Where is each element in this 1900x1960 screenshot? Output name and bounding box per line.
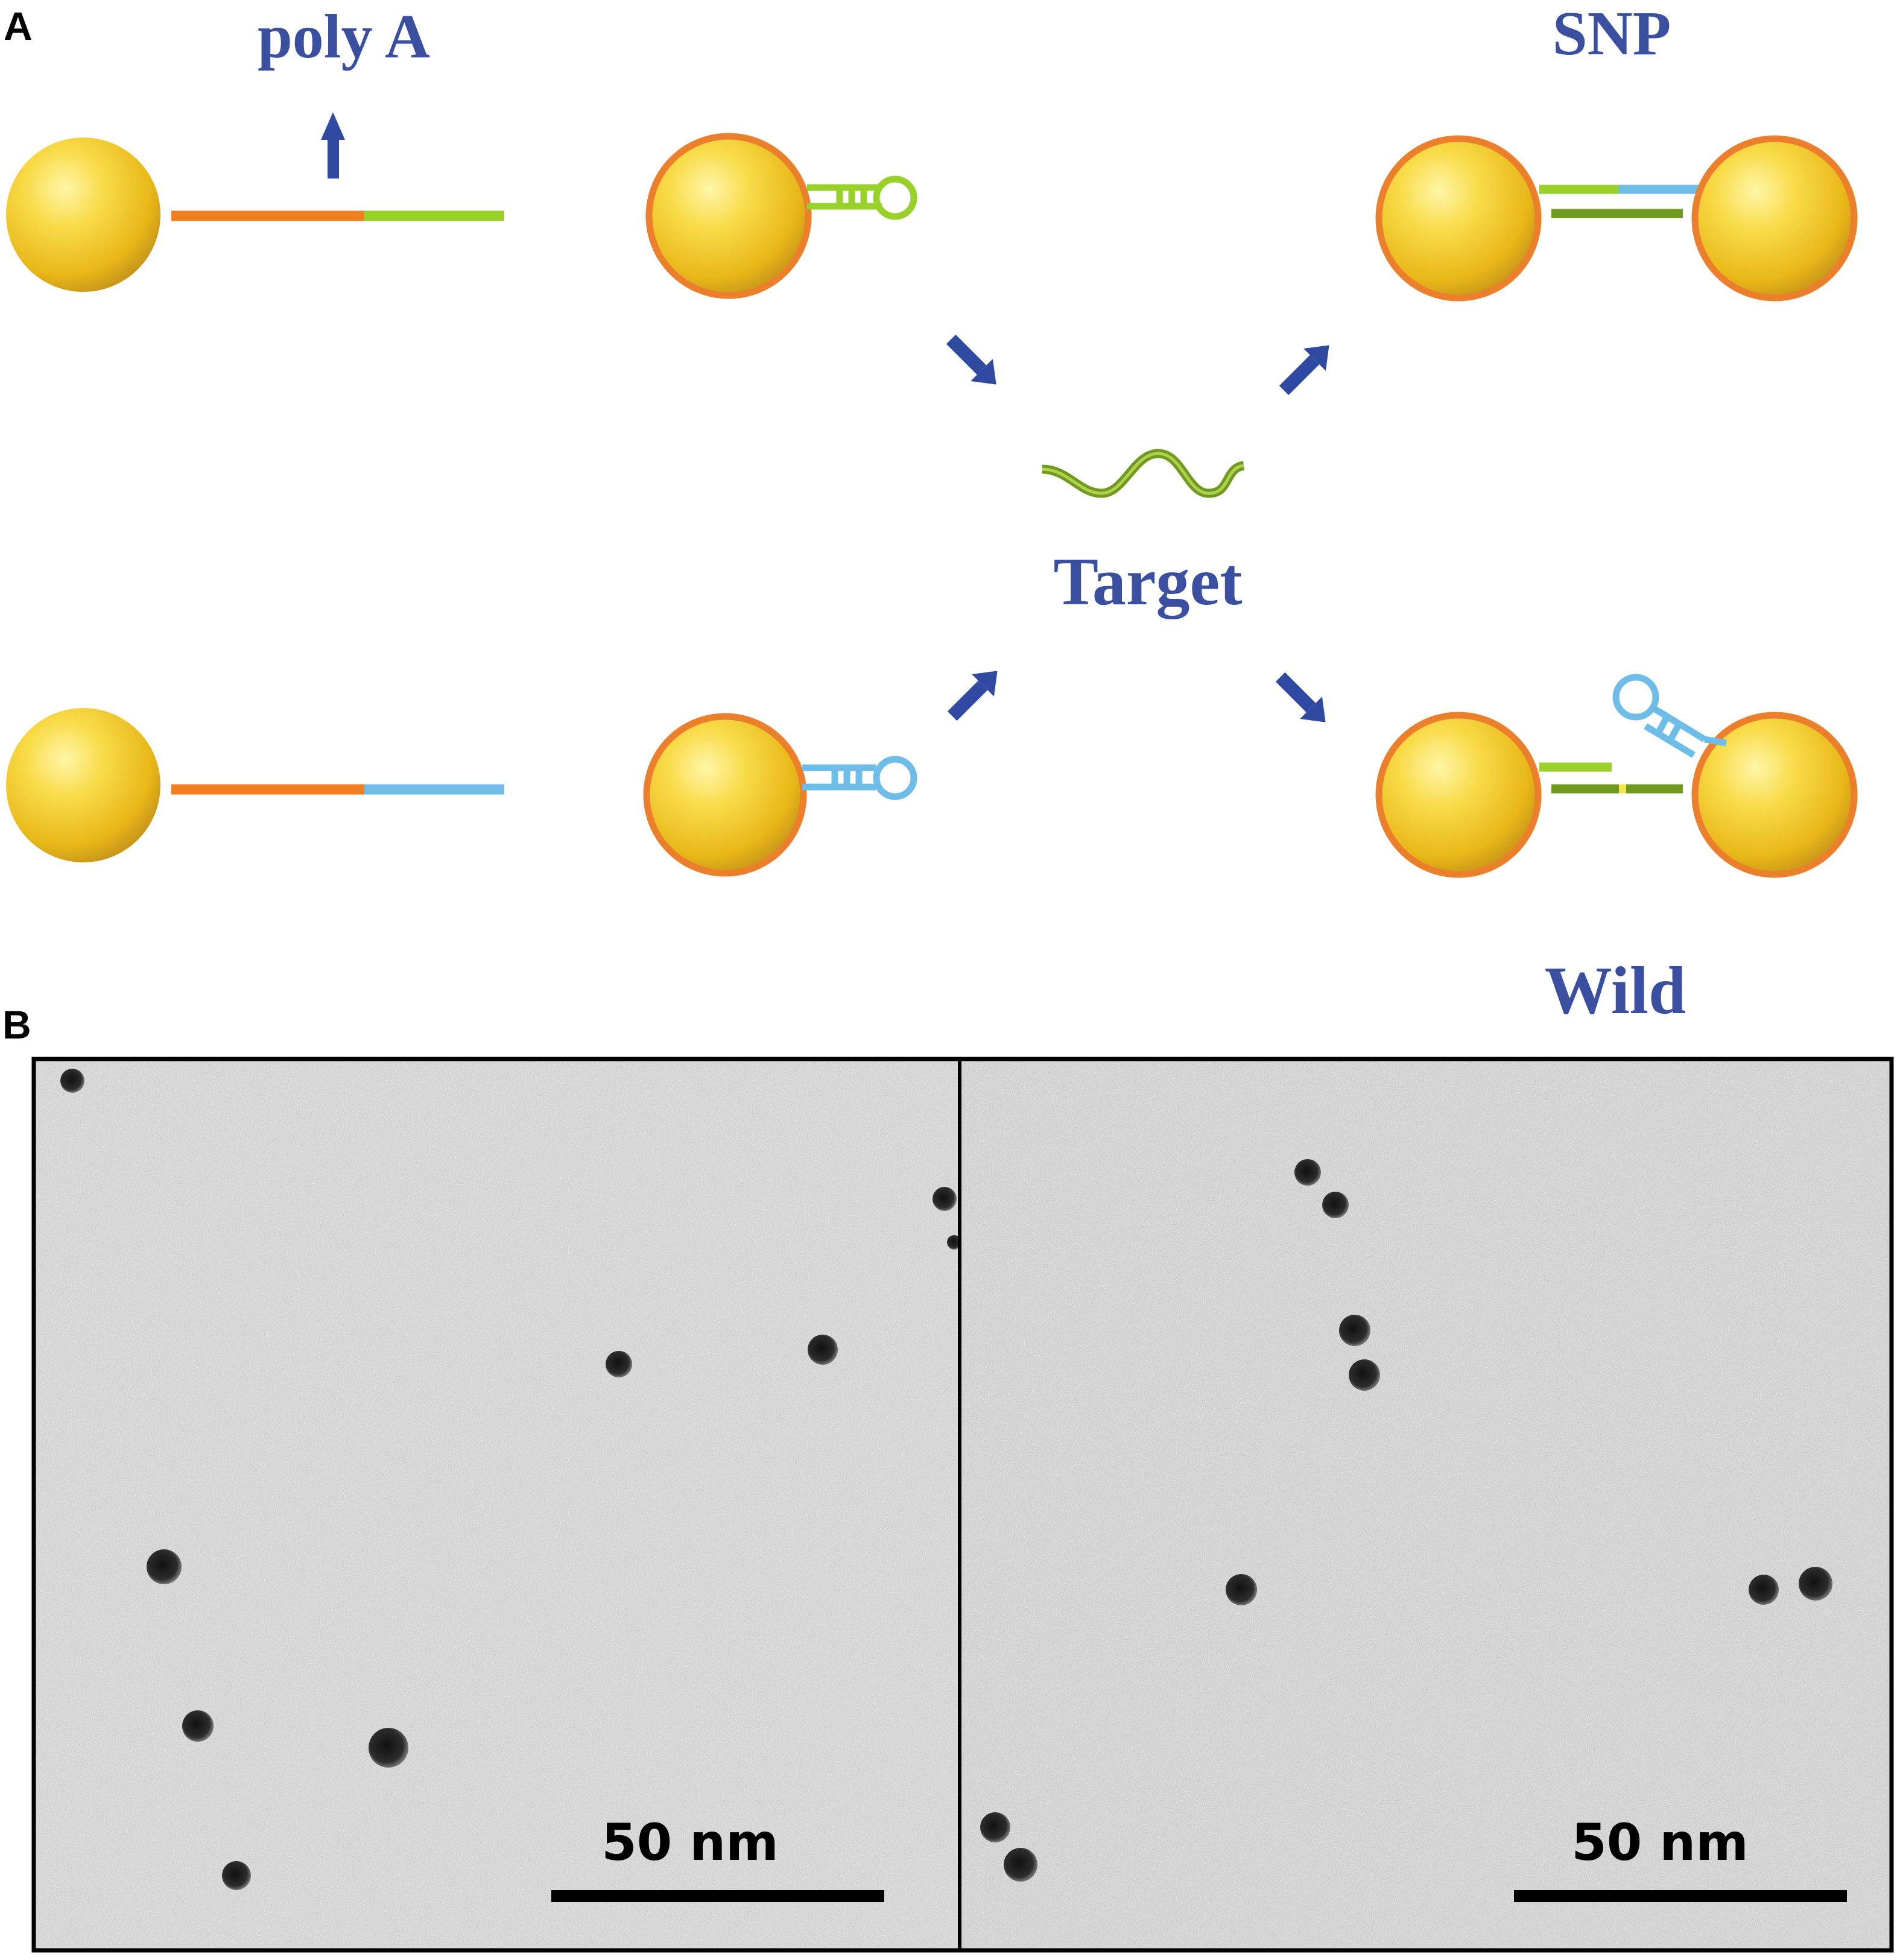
- green-hairpin-icon: [807, 175, 917, 220]
- scale-bar-left: 50 nm: [551, 1813, 884, 1902]
- gold-nanoparticle-dots-left: [60, 1069, 961, 1890]
- panel-b-letter: B: [2, 1002, 31, 1047]
- scale-bar-right: 50 nm: [1514, 1813, 1847, 1902]
- target-label: Target: [1053, 545, 1242, 619]
- arrow-to-wild: [1275, 672, 1326, 722]
- blue-hairpin-icon: [802, 756, 917, 800]
- poly-a-label: poly A: [258, 2, 430, 71]
- blue-hairpin-icon: [1612, 674, 1727, 758]
- gold-nanoparticle-probe-blue: [6, 708, 504, 862]
- tem-image-left: 50 nm: [34, 1059, 961, 1950]
- hairpin-nanoparticle-green: [645, 133, 917, 299]
- arrow-to-snp: [1279, 345, 1329, 396]
- gold-nanoparticle-probe-green: [6, 138, 504, 292]
- panel-b: B 50 nm: [2, 1002, 1894, 1953]
- scale-label-left: 50 nm: [601, 1813, 778, 1872]
- gold-nanoparticle-dots-right: [980, 1159, 1832, 1882]
- arrow-to-target-from-top: [946, 334, 996, 385]
- tem-frame: [31, 1057, 1894, 1953]
- poly-a-arrow-icon: [321, 112, 345, 179]
- tem-image-right: 50 nm: [960, 1059, 1892, 1950]
- wild-dimer: [1375, 674, 1858, 878]
- hairpin-nanoparticle-blue: [643, 713, 917, 877]
- snp-dimer: [1375, 135, 1858, 302]
- arrow-to-target-from-bottom: [947, 671, 998, 721]
- target-strand-icon: [1042, 449, 1245, 498]
- panel-a-letter: A: [4, 4, 33, 48]
- snp-label: SNP: [1553, 0, 1671, 68]
- scale-label-right: 50 nm: [1571, 1813, 1748, 1872]
- wild-label: Wild: [1545, 953, 1686, 1028]
- panel-a: A poly A SNP Target Wild: [4, 0, 1858, 1028]
